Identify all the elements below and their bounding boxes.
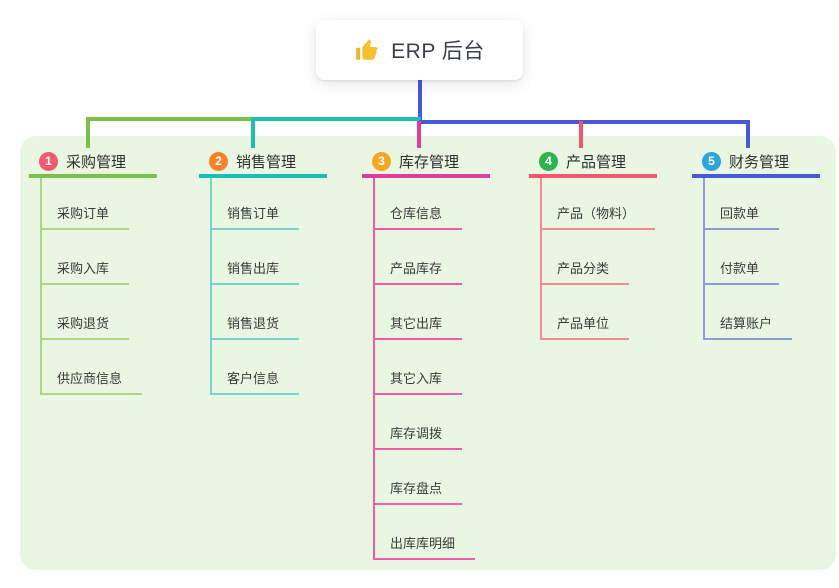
thumbs-up-icon — [356, 39, 378, 60]
node-product-unit[interactable]: 产品单位 — [542, 285, 655, 340]
node-purchase-order[interactable]: 采购订单 — [42, 178, 142, 230]
node-purchase-return[interactable]: 采购退货 — [42, 285, 142, 340]
node-sales[interactable]: 2 销售管理 — [199, 148, 327, 178]
node-payment-bill[interactable]: 付款单 — [705, 230, 792, 285]
branch-purchase: 1 采购管理 采购订单 采购入库 采购退货 供应商信息 — [29, 148, 157, 395]
node-label: 采购管理 — [66, 153, 127, 171]
priority-3-icon: 3 — [372, 151, 391, 171]
drop-line-inventory — [417, 121, 421, 148]
priority-4-icon: 4 — [539, 151, 558, 171]
node-settlement-account[interactable]: 结算账户 — [705, 285, 793, 340]
branch-finance: 5 财务管理 回款单 付款单 结算账户 — [692, 148, 820, 340]
children-product: 产品（物料） 产品分类 产品单位 — [540, 178, 656, 340]
branch-sales: 2 销售管理 销售订单 销售出库 销售退货 客户信息 — [199, 148, 327, 395]
node-finance[interactable]: 5 财务管理 — [692, 148, 820, 178]
node-stock-transfer[interactable]: 库存调拨 — [375, 395, 475, 450]
node-product[interactable]: 4 产品管理 — [529, 148, 657, 178]
node-label: 产品管理 — [566, 153, 627, 171]
connector-segment-purchase — [86, 117, 255, 121]
drop-line-product — [579, 121, 583, 148]
node-warehouse-info[interactable]: 仓库信息 — [375, 178, 475, 230]
group-boundary-box — [20, 136, 836, 570]
priority-5-icon: 5 — [702, 151, 721, 171]
node-outbound-detail[interactable]: 出库库明细 — [375, 505, 476, 560]
root-connector-line — [418, 80, 422, 124]
node-label: 库存管理 — [399, 153, 460, 171]
priority-1-icon: 1 — [39, 151, 58, 171]
root-node-erp[interactable]: ERP 后台 — [316, 20, 523, 80]
node-stock-taking[interactable]: 库存盘点 — [375, 450, 475, 505]
node-inventory[interactable]: 3 库存管理 — [362, 148, 490, 178]
branch-product: 4 产品管理 产品（物料） 产品分类 产品单位 — [529, 148, 657, 340]
children-purchase: 采购订单 采购入库 采购退货 供应商信息 — [40, 178, 143, 395]
drop-line-purchase — [86, 117, 90, 148]
connector-segment-sales — [253, 117, 421, 121]
connector-segment-finance — [419, 120, 750, 124]
node-supplier-info[interactable]: 供应商信息 — [42, 340, 143, 395]
drop-line-finance — [746, 120, 750, 148]
children-finance: 回款单 付款单 结算账户 — [703, 178, 793, 340]
node-product-material[interactable]: 产品（物料） — [542, 178, 656, 230]
node-sales-order[interactable]: 销售订单 — [212, 178, 300, 230]
node-other-outbound[interactable]: 其它出库 — [375, 285, 475, 340]
drop-line-sales — [251, 117, 255, 148]
node-sales-outbound[interactable]: 销售出库 — [212, 230, 300, 285]
children-sales: 销售订单 销售出库 销售退货 客户信息 — [210, 178, 300, 395]
children-inventory: 仓库信息 产品库存 其它出库 其它入库 库存调拨 库存盘点 出库库明细 — [373, 178, 476, 560]
node-purchase[interactable]: 1 采购管理 — [29, 148, 157, 178]
node-product-category[interactable]: 产品分类 — [542, 230, 655, 285]
priority-2-icon: 2 — [209, 151, 228, 171]
node-sales-return[interactable]: 销售退货 — [212, 285, 300, 340]
node-customer-info[interactable]: 客户信息 — [212, 340, 300, 395]
node-label: 销售管理 — [236, 153, 297, 171]
root-title: ERP 后台 — [391, 40, 485, 63]
node-other-inbound[interactable]: 其它入库 — [375, 340, 475, 395]
node-receipt-bill[interactable]: 回款单 — [705, 178, 792, 230]
node-label: 财务管理 — [729, 153, 790, 171]
node-product-stock[interactable]: 产品库存 — [375, 230, 475, 285]
branch-inventory: 3 库存管理 仓库信息 产品库存 其它出库 其它入库 库存调拨 库存盘点 出库库… — [362, 148, 490, 560]
node-purchase-inbound[interactable]: 采购入库 — [42, 230, 142, 285]
